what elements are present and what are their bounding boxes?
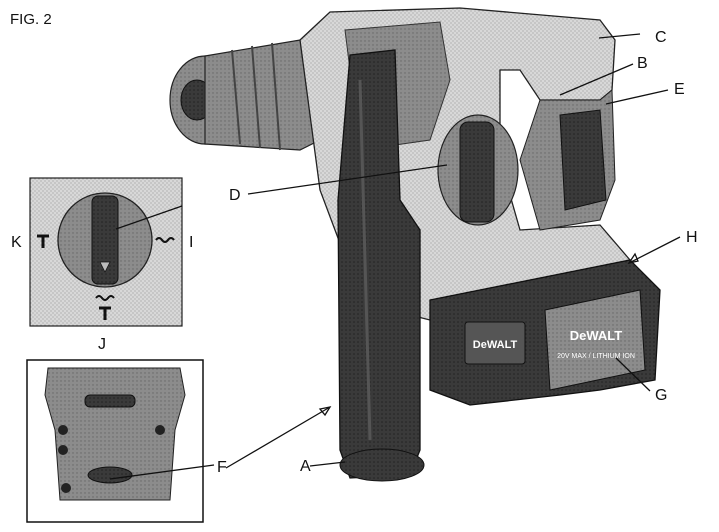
leader-lines: [109, 33, 681, 480]
label-c: C: [655, 29, 667, 46]
label-a: A: [300, 458, 311, 475]
chisel-symbol-k: [37, 234, 49, 248]
rotary-hammer-drawing: DeWALT DeWALT 20V MAX / LITHIUM ION: [169, 7, 661, 482]
label-k: K: [11, 234, 22, 251]
label-h: H: [686, 229, 698, 246]
label-b: B: [637, 55, 648, 72]
label-d: D: [229, 187, 241, 204]
label-e: E: [674, 81, 685, 98]
side-handle: [337, 49, 425, 482]
handle: [519, 88, 616, 231]
battery-rating-text: 20V MAX / LITHIUM ION: [557, 353, 635, 360]
battery-logo-text: DeWALT: [570, 328, 623, 343]
inset-chuck-detail: [26, 359, 204, 523]
label-j: J: [98, 336, 106, 353]
label-f: F: [217, 459, 227, 476]
rotary-chisel-symbol-j: [99, 306, 111, 320]
chuck: [169, 39, 331, 151]
hammer-drill-symbol-i: [155, 237, 175, 243]
battery-pack: DeWALT DeWALT 20V MAX / LITHIUM ION: [429, 259, 661, 406]
mode-selector-knob: [437, 114, 519, 226]
label-g: G: [655, 387, 667, 404]
label-i: I: [189, 234, 193, 251]
body-logo-text: DeWALT: [473, 339, 518, 351]
figure-title: FIG. 2: [10, 11, 52, 28]
inset-selector-detail: [29, 177, 183, 327]
